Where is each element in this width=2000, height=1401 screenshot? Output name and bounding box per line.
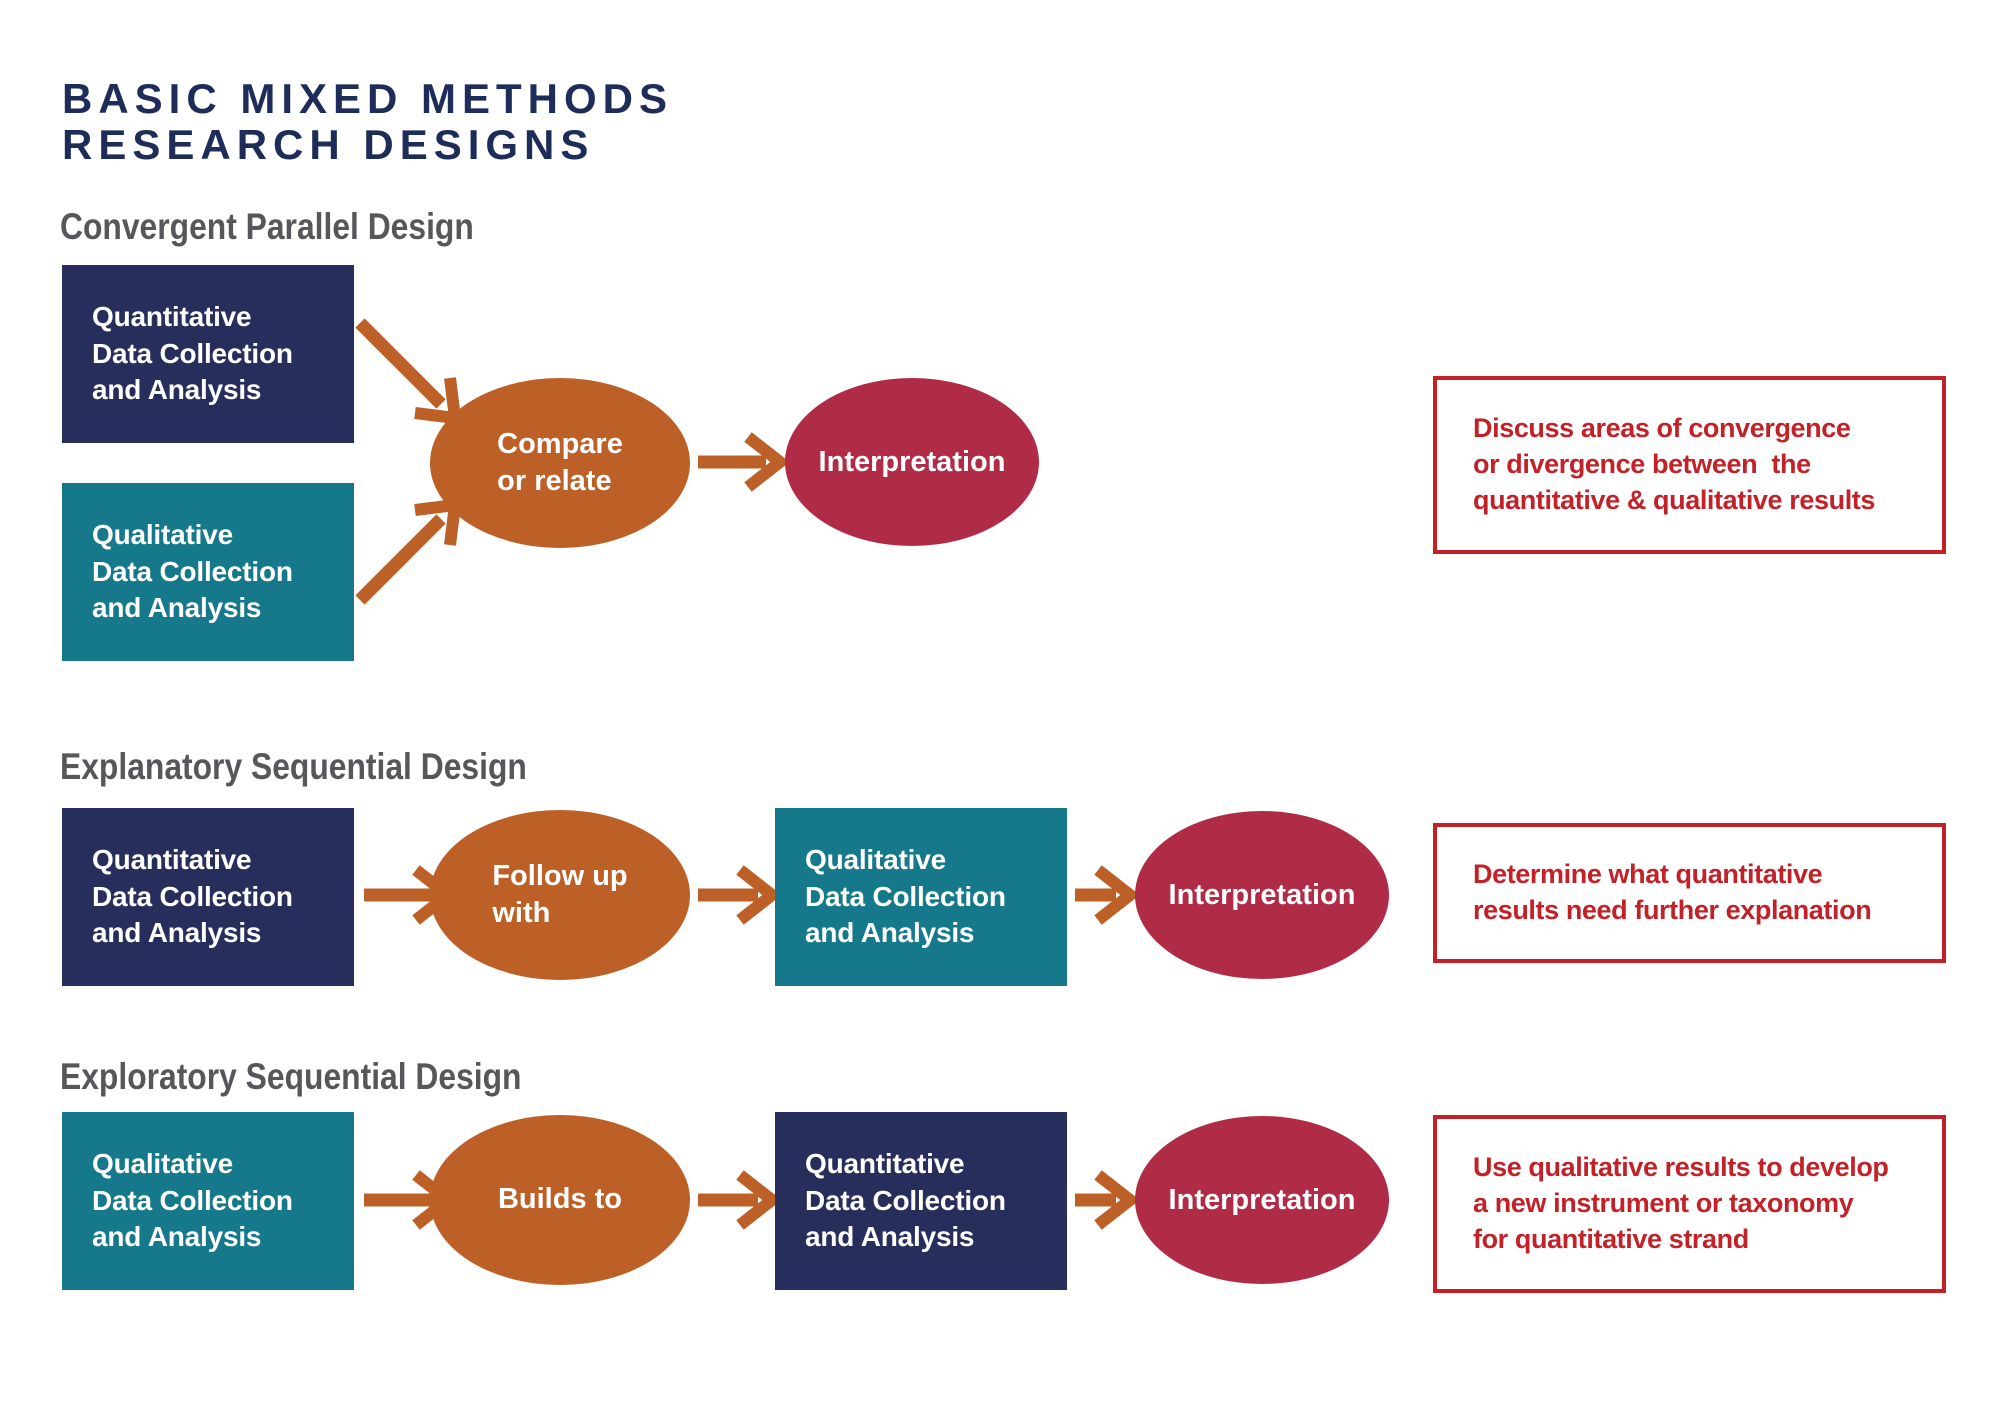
ellipse-line: Follow up — [492, 859, 628, 892]
box-line: and Analysis — [92, 592, 262, 624]
ellipse-text: Compare or relate — [497, 426, 623, 500]
arrow-quant-to-compare — [355, 318, 462, 425]
interpretation-ellipse-convergent: Interpretation — [785, 378, 1039, 546]
box-line: and Analysis — [92, 1221, 262, 1253]
note-line: results need further explanation — [1473, 895, 1872, 925]
note-line: Use qualitative results to develop — [1473, 1152, 1889, 1183]
section-heading-explanatory: Explanatory Sequential Design — [60, 746, 527, 787]
arrow-qual-to-interpretation — [1075, 865, 1140, 925]
ellipse-line: or relate — [497, 465, 612, 497]
box-line: and Analysis — [805, 917, 975, 949]
box-text: Quantitative Data Collection and Analysi… — [92, 842, 293, 951]
quantitative-box-exploratory: Quantitative Data Collection and Analysi… — [775, 1112, 1067, 1290]
box-text: Qualitative Data Collection and Analysis — [92, 1146, 293, 1255]
ellipse-text: Follow up with — [492, 858, 627, 932]
box-line: Data Collection — [92, 337, 293, 369]
box-line: Quantitative — [805, 1148, 965, 1180]
interpretation-ellipse-exploratory: Interpretation — [1135, 1116, 1389, 1284]
page-title-line1: BASIC MIXED METHODS — [62, 75, 674, 122]
box-text: Qualitative Data Collection and Analysis — [92, 517, 293, 626]
ellipse-text: Builds to — [498, 1181, 622, 1218]
box-line: Qualitative — [92, 1148, 233, 1180]
ellipse-text: Interpretation — [1168, 1183, 1356, 1216]
section-heading-exploratory: Exploratory Sequential Design — [60, 1056, 522, 1097]
ellipse-line: Compare — [497, 427, 623, 460]
note-line: a new instrument or taxonomy — [1473, 1188, 1854, 1219]
builds-to-ellipse: Builds to — [430, 1115, 690, 1285]
quantitative-box-explanatory: Quantitative Data Collection and Analysi… — [62, 808, 354, 986]
note-line: for quantitative strand — [1473, 1223, 1749, 1254]
interpretation-ellipse-explanatory: Interpretation — [1135, 811, 1389, 979]
box-line: Quantitative — [92, 844, 252, 876]
ellipse-line: with — [492, 897, 551, 929]
box-line: Qualitative — [805, 844, 946, 876]
note-line: Determine what quantitative — [1473, 859, 1823, 890]
box-text: Quantitative Data Collection and Analysi… — [805, 1146, 1006, 1255]
box-line: Data Collection — [805, 1184, 1006, 1216]
box-line: and Analysis — [92, 917, 262, 949]
page-title-line2: RESEARCH DESIGNS — [62, 121, 595, 169]
ellipse-line: Builds to — [497, 1183, 623, 1216]
note-line: quantitative & qualitative results — [1473, 484, 1875, 515]
page-title: BASIC MIXED METHODS RESEARCH DESIGNS — [62, 75, 674, 169]
box-line: Data Collection — [805, 880, 1006, 912]
box-line: Qualitative — [92, 519, 233, 551]
arrow-qual-to-compare — [355, 498, 462, 605]
note-line: Discuss areas of convergence — [1473, 413, 1851, 444]
box-text: Qualitative Data Collection and Analysis — [805, 842, 1006, 951]
arrow-compare-to-interpretation — [698, 432, 790, 492]
box-line: Quantitative — [92, 301, 252, 333]
qualitative-box-explanatory: Qualitative Data Collection and Analysis — [775, 808, 1067, 986]
note-text: Determine what quantitative results need… — [1473, 857, 1872, 929]
compare-or-relate-ellipse: Compare or relate — [430, 378, 690, 548]
box-line: Data Collection — [92, 555, 293, 587]
note-text: Discuss areas of convergence or divergen… — [1473, 411, 1875, 519]
ellipse-text: Interpretation — [818, 445, 1006, 478]
arrow-buildsto-to-quant — [698, 1170, 782, 1230]
section-heading-convergent: Convergent Parallel Design — [60, 206, 474, 247]
arrow-followup-to-qual — [698, 865, 782, 925]
box-line: and Analysis — [92, 374, 262, 406]
note-line: or divergence between the — [1473, 449, 1811, 480]
note-convergent: Discuss areas of convergence or divergen… — [1433, 376, 1946, 554]
note-explanatory: Determine what quantitative results need… — [1433, 823, 1946, 963]
arrow-quant-to-interpretation — [1075, 1170, 1140, 1230]
ellipse-text: Interpretation — [1168, 878, 1356, 911]
follow-up-with-ellipse: Follow up with — [430, 810, 690, 980]
box-text: Quantitative Data Collection and Analysi… — [92, 299, 293, 408]
quantitative-box-convergent: Quantitative Data Collection and Analysi… — [62, 265, 354, 443]
note-exploratory: Use qualitative results to develop a new… — [1433, 1115, 1946, 1293]
qualitative-box-exploratory: Qualitative Data Collection and Analysis — [62, 1112, 354, 1290]
box-line: Data Collection — [92, 1184, 293, 1216]
box-line: Data Collection — [92, 880, 293, 912]
qualitative-box-convergent: Qualitative Data Collection and Analysis — [62, 483, 354, 661]
note-text: Use qualitative results to develop a new… — [1473, 1150, 1889, 1258]
box-line: and Analysis — [805, 1221, 975, 1253]
